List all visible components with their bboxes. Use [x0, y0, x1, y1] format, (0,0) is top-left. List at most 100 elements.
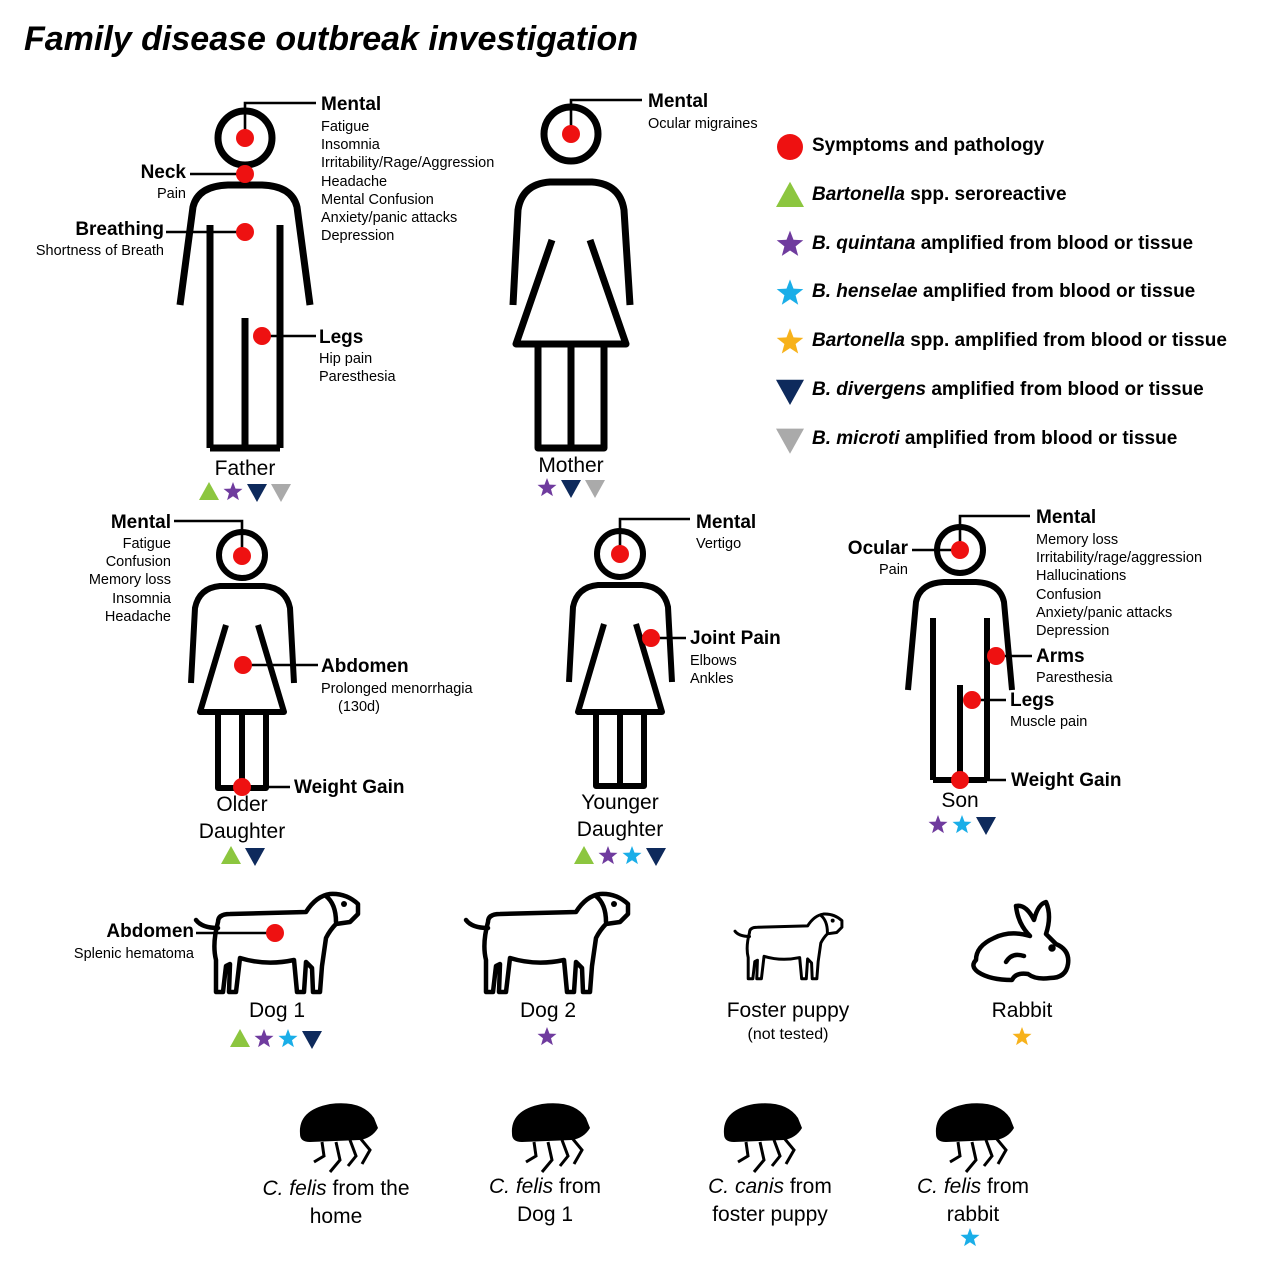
younger-daughter-inverted-triangle-icon: [646, 848, 666, 866]
older-daughter-abdomen-dot: [234, 656, 252, 674]
list-item: Paresthesia: [319, 369, 396, 386]
mother-arms-outline: [509, 178, 634, 306]
flea-4-star-icon: [960, 1228, 980, 1247]
list-item: Confusion: [105, 554, 171, 571]
list-item: Depression: [321, 228, 395, 245]
father-mental-dot: [236, 129, 254, 147]
legend-star-icon: [776, 230, 804, 256]
older-daughter-mental-header: Mental: [110, 512, 171, 533]
older-daughter-weight-dot: [233, 778, 251, 796]
older-daughter-name: Older Daughter: [198, 793, 286, 843]
dog1-name: Dog 1: [248, 999, 306, 1022]
mother-mental-header: Mental: [648, 91, 709, 112]
older-daughter-dress-outline: [197, 624, 287, 791]
list-item: Anxiety/panic attacks: [321, 210, 458, 227]
mother-inverted-triangle-icon: [561, 480, 581, 498]
legend-item: B. quintana amplified from blood or tiss…: [812, 233, 1193, 255]
list-item: Insomnia: [321, 137, 380, 154]
son-mental-list: Memory loss Irritability/rage/aggression…: [1036, 531, 1202, 640]
dog2-name: Dog 2: [519, 999, 577, 1022]
older-daughter-abdomen-header: Abdomen: [321, 656, 409, 677]
legend-item: Symptoms and pathology: [812, 135, 1044, 157]
dog1-star-icon: [278, 1029, 298, 1048]
mother-mental-dot: [562, 125, 580, 143]
legend-markers: [776, 134, 804, 454]
son-legs-dot: [963, 691, 981, 709]
flea-3-icon: [722, 1101, 804, 1174]
list-item: Fatigue: [321, 119, 370, 135]
younger-daughter-star-icon: [622, 846, 642, 865]
father-figure: [176, 107, 314, 452]
legend-triangle-icon: [776, 181, 804, 207]
son-head-dot: [951, 541, 969, 559]
foster-puppy-name: Foster puppy: [726, 999, 850, 1022]
legend-item-species: B. microti: [812, 427, 900, 449]
son-weight-header: Weight Gain: [1011, 770, 1122, 791]
list-item: Elbows: [690, 653, 737, 669]
mother-dress-outline: [512, 238, 630, 452]
list-item: Fatigue: [122, 536, 171, 552]
son-arms-outline: [905, 579, 1015, 691]
younger-daughter-name: Younger Daughter: [576, 791, 664, 841]
dog2-figure: [466, 894, 628, 992]
mother-name: Mother: [538, 454, 604, 477]
father-neck-item: Pain: [156, 186, 186, 202]
younger-daughter-joint-header: Joint Pain: [690, 628, 781, 649]
father-name: Father: [214, 457, 276, 480]
dog2-star-icon: [537, 1027, 557, 1046]
legend-inverted-triangle-icon: [776, 379, 804, 405]
younger-daughter-mental-dot: [611, 545, 629, 563]
father-legs-dot: [253, 327, 271, 345]
flea-1-caption: C. felis from the home: [262, 1177, 410, 1228]
legend-item: B. henselae amplified from blood or tiss…: [812, 281, 1195, 303]
legend-item-label: spp. amplified from blood or tissue: [904, 330, 1227, 352]
list-item: Hallucinations: [1036, 568, 1127, 585]
son-star-icon: [928, 815, 948, 834]
legend-star-icon: [776, 328, 804, 354]
mother-figure: [509, 103, 634, 452]
dog1-triangle-icon: [230, 1029, 250, 1047]
father-breathing-item: Shortness of Breath: [35, 243, 164, 259]
foster-puppy-figure: [733, 912, 844, 981]
older-daughter-triangle-icon: [221, 846, 241, 864]
rabbit-name: Rabbit: [991, 999, 1053, 1022]
father-legs-header: Legs: [319, 327, 364, 348]
son-mental-header: Mental: [1036, 507, 1097, 528]
legend-item-species: Bartonella: [812, 330, 905, 352]
list-item: Irritability/rage/aggression: [1036, 550, 1203, 567]
son-star-icon: [952, 815, 972, 834]
father-mental-list: Fatigue Insomnia Irritability/Rage/Aggre…: [321, 118, 494, 245]
younger-daughter-figure: [566, 528, 675, 789]
legend-inverted-triangle-icon: [776, 428, 804, 454]
legend-item: B. divergens amplified from blood or tis…: [812, 379, 1204, 401]
flea-2-caption: C. felis from Dog 1: [488, 1175, 602, 1226]
father-arms-outline: [176, 181, 314, 306]
dog1-abdomen-dot: [266, 924, 284, 942]
dog1-star-icon: [254, 1029, 274, 1048]
legend-item-label: amplified from blood or tissue: [917, 281, 1196, 303]
son-arms-dot: [987, 647, 1005, 665]
younger-daughter-mental-header: Mental: [696, 512, 757, 533]
older-daughter-abdomen-item-1: Prolonged menorrhagia: [321, 681, 473, 697]
son-legs-item: Muscle pain: [1010, 714, 1088, 730]
list-item: Confusion: [1036, 586, 1102, 603]
legend-item: Bartonella spp. seroreactive: [812, 184, 1067, 206]
legend-item-label: amplified from blood or tissue: [899, 427, 1178, 449]
legend-item-species: B. henselae: [812, 281, 918, 303]
legend-item-species: B. quintana: [812, 232, 916, 254]
son-ocular-header: Ocular: [847, 538, 908, 559]
older-daughter-weight-header: Weight Gain: [294, 777, 405, 798]
dog1-abdomen-item: Splenic hematoma: [73, 946, 194, 962]
legend-item-label: spp. seroreactive: [904, 183, 1067, 205]
legend-item: B. microti amplified from blood or tissu…: [812, 428, 1177, 450]
father-breathing-header: Breathing: [75, 219, 164, 240]
list-item: Mental Confusion: [321, 191, 434, 208]
younger-daughter-mental-item: Vertigo: [696, 536, 742, 552]
son-name: Son: [941, 789, 979, 812]
father-inverted-triangle-icon: [247, 484, 267, 502]
flea-3-caption: C. canis from foster puppy: [708, 1175, 832, 1226]
father-breathing-dot: [236, 223, 254, 241]
father-inverted-triangle-icon: [271, 484, 291, 502]
younger-daughter-joint-list: Elbows Ankles: [690, 652, 737, 688]
father-mental-header: Mental: [321, 94, 382, 115]
